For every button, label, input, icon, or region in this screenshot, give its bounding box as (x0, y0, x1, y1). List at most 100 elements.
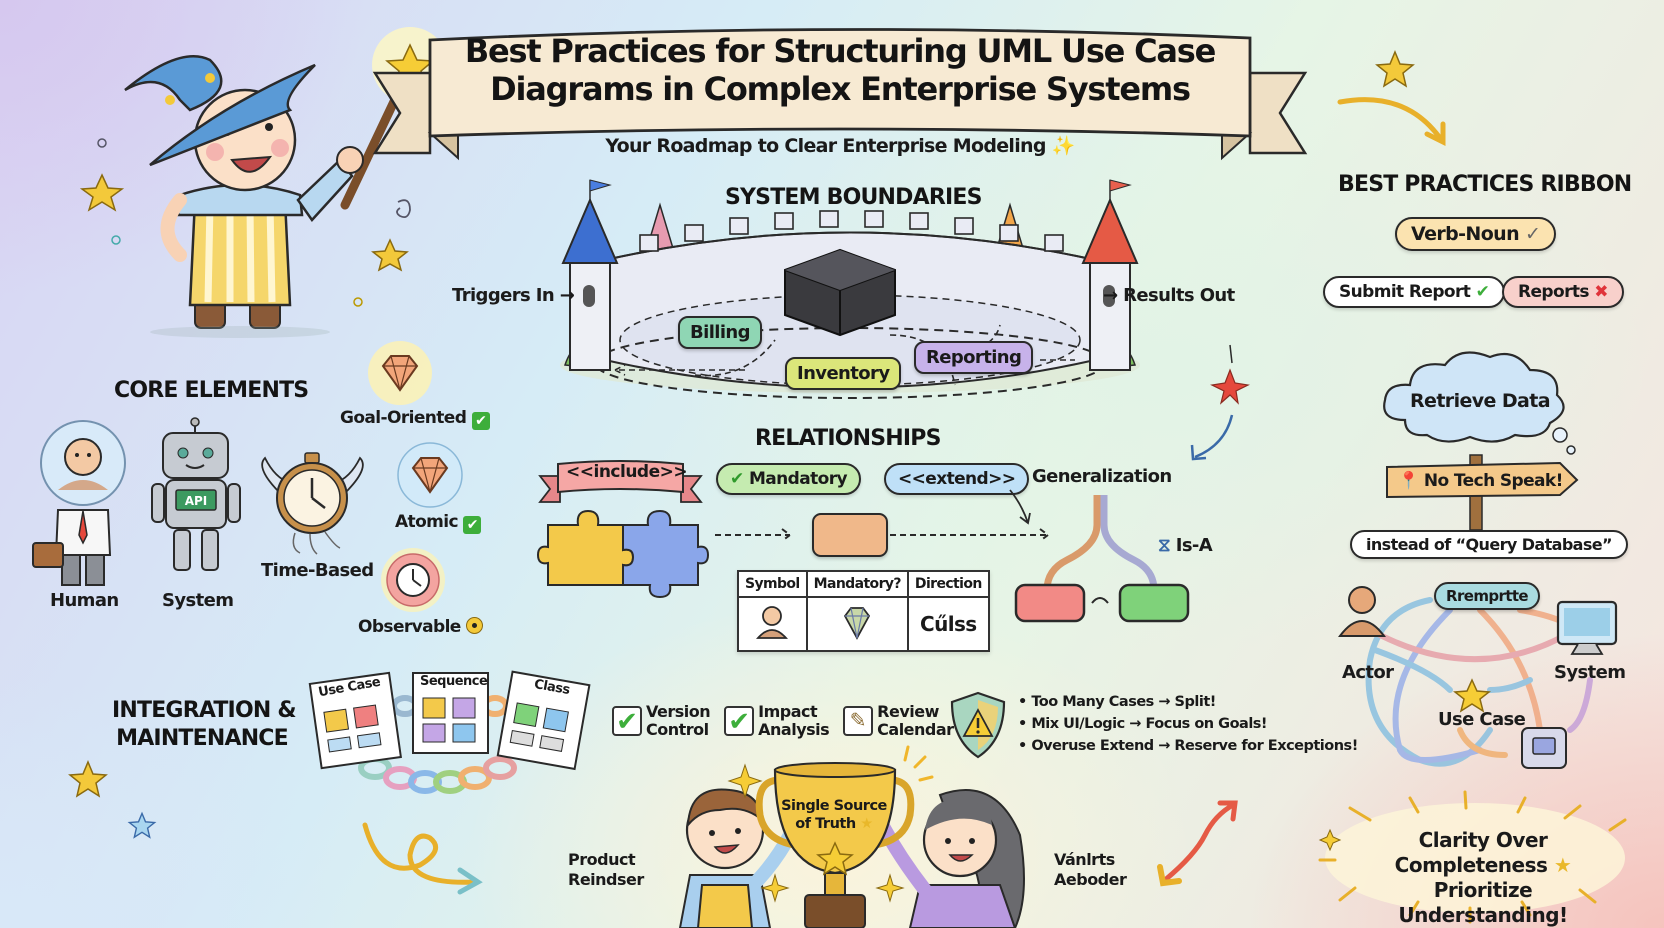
extend-label: <<extend>> (898, 469, 1016, 489)
quality-observable: Observable (358, 617, 484, 637)
green-check-icon: ✔ (1475, 282, 1490, 302)
swirl-arrow-icon (362, 822, 483, 895)
page-subtitle: Your Roadmap to Clear Enterprise Modelin… (500, 134, 1180, 157)
query-database-note: instead of “Query Database” (1350, 530, 1628, 559)
verb-noun-label: Verb-Noun (1411, 223, 1520, 245)
checklist-label: Calendar (877, 720, 954, 739)
right-person-label: Vánlrts Aeboder (1054, 850, 1127, 890)
star-icon: ★ (1553, 853, 1572, 877)
green-check-icon: ✔ (730, 469, 744, 489)
mandatory-bubble: ✔ Mandatory (716, 463, 861, 495)
good-example-bubble: Submit Report ✔ (1323, 276, 1506, 308)
actor-label-human: Human (50, 590, 119, 611)
actor-label-time-based: Time-Based (261, 560, 374, 581)
eye-icon (466, 617, 484, 634)
relationship-arrows (715, 489, 1050, 542)
table-header-direction: Direction (906, 570, 990, 598)
maintenance-checklist: ✔ Version Control ✔ Impact Analysis ✎ Re… (612, 703, 954, 739)
wizard-mascot-icon (79, 27, 448, 338)
page-title: Best Practices for Structuring UML Use C… (455, 32, 1225, 108)
magic-wand-sparkle-icon: ✨ (1051, 135, 1076, 157)
actor-symbol-icon (737, 596, 808, 652)
winged-stopwatch-icon (261, 452, 364, 555)
trophy-celebration-illustration (678, 745, 1025, 928)
robot-icon: API (151, 417, 241, 571)
checklist-label: Version (646, 702, 711, 721)
quality-goal-oriented: Goal-Oriented ✔ (340, 408, 490, 430)
is-a-label: ⧖ Is-A (1158, 535, 1213, 556)
network-system-label: System (1554, 662, 1626, 683)
gem-symbol-icon (805, 596, 909, 652)
green-check-icon: ✔ (463, 516, 482, 534)
signpost-icon (1386, 454, 1579, 531)
checklist-pen-icon: ✎ (843, 706, 874, 736)
sunburst-icon (1318, 790, 1627, 924)
quality-label: Observable (358, 617, 461, 637)
verb-noun-rule-pill: Verb-Noun ✓ (1395, 217, 1557, 251)
checklist-item-review-calendar: ✎ Review Calendar (843, 702, 954, 739)
green-check-icon: ✔ (471, 412, 490, 430)
use-case-reporting[interactable]: Reporting (914, 341, 1034, 374)
table-header-symbol: Symbol (737, 570, 808, 598)
pitfall-item: • Mix UI/Logic → Focus on Goals! (1018, 716, 1268, 732)
left-person-label-line-1: Product (568, 850, 636, 869)
hourglass-icon: ⧖ (1158, 535, 1171, 556)
network-actor-label: Actor (1342, 662, 1394, 683)
red-cross-icon: ✖ (1594, 282, 1608, 302)
use-case-inventory[interactable]: Inventory (785, 357, 902, 390)
checkmark-icon: ✓ (1525, 223, 1541, 245)
no-tech-speak-sign: 📍 No Tech Speak! (1398, 471, 1563, 491)
double-arrow-icon (1157, 800, 1238, 887)
puzzle-pieces-icon (536, 509, 710, 599)
checklist-label: Review (877, 702, 939, 721)
relationship-table: Symbol Mandatory? Direction Cűlss (737, 570, 990, 652)
table-row: Cűlss (737, 596, 990, 652)
generalization-label: Generalization (1032, 466, 1172, 487)
system-boundaries-title: SYSTEM BOUNDARIES (725, 185, 982, 210)
warning-shield-icon (950, 691, 1006, 759)
generalization-tree (1014, 495, 1190, 623)
checkbox-checked-icon: ✔ (724, 706, 755, 736)
star-outline-icon (127, 811, 157, 839)
diamond-gem-icon (368, 341, 432, 405)
callout-line-2: Prioritize Understanding! (1398, 878, 1568, 927)
checklist-label: Control (646, 720, 709, 739)
diagram-card-sequence: Sequence (420, 674, 488, 689)
left-person-label: Product Reindser (568, 850, 644, 890)
use-case-billing[interactable]: Billing (678, 316, 762, 349)
table-header-mandatory: Mandatory? (805, 570, 909, 598)
page-title-line-2: Diagrams in Complex Enterprise Systems (490, 70, 1191, 108)
callout-line-1: Clarity Over Completeness (1394, 828, 1548, 877)
businessperson-icon (32, 420, 126, 586)
robot-api-badge: API (185, 494, 208, 508)
subtitle-text: Your Roadmap to Clear Enterprise Modelin… (605, 135, 1046, 157)
relationships-title: RELATIONSHIPS (755, 426, 941, 451)
linked-diagrams-chain (308, 670, 591, 794)
pitfall-item: • Too Many Cases → Split! (1018, 694, 1216, 710)
is-a-text: Is-A (1175, 535, 1213, 556)
black-box-cube-icon (784, 248, 896, 337)
integration-title-line-2: MAINTENANCE (116, 726, 289, 751)
quality-label: Goal-Oriented (340, 408, 467, 428)
triggers-in-label: Triggers In → (452, 285, 575, 306)
quality-label: Atomic (395, 512, 459, 532)
star-icon: ★ (860, 816, 873, 832)
checklist-item-version-control: ✔ Version Control (612, 702, 711, 739)
star-icon (1375, 50, 1415, 88)
map-pin-icon: 📍 (1398, 471, 1419, 491)
integration-maintenance-title: INTEGRATION & MAINTENANCE (112, 697, 297, 753)
cloud-label: Retrieve Data (1410, 390, 1551, 412)
clarity-callout: Clarity Over Completeness ★ Prioritize U… (1348, 828, 1618, 928)
diamond-gem-icon (397, 442, 463, 508)
core-elements-title: CORE ELEMENTS (114, 378, 309, 403)
curved-arrow-icon (1337, 97, 1446, 147)
curved-arrow-icon (1190, 344, 1250, 461)
good-example-label: Submit Report (1339, 282, 1471, 302)
checkbox-checked-icon: ✔ (612, 706, 642, 736)
quality-atomic: Atomic ✔ (395, 512, 482, 534)
network-center-node: Rremprtte (1434, 582, 1540, 610)
sign-label: No Tech Speak! (1423, 471, 1563, 491)
page-title-line-1: Best Practices for Structuring UML Use C… (464, 32, 1217, 70)
trophy-label-line-1: Single Source (781, 798, 887, 814)
network-use-case-label: Use Case (1438, 709, 1526, 730)
